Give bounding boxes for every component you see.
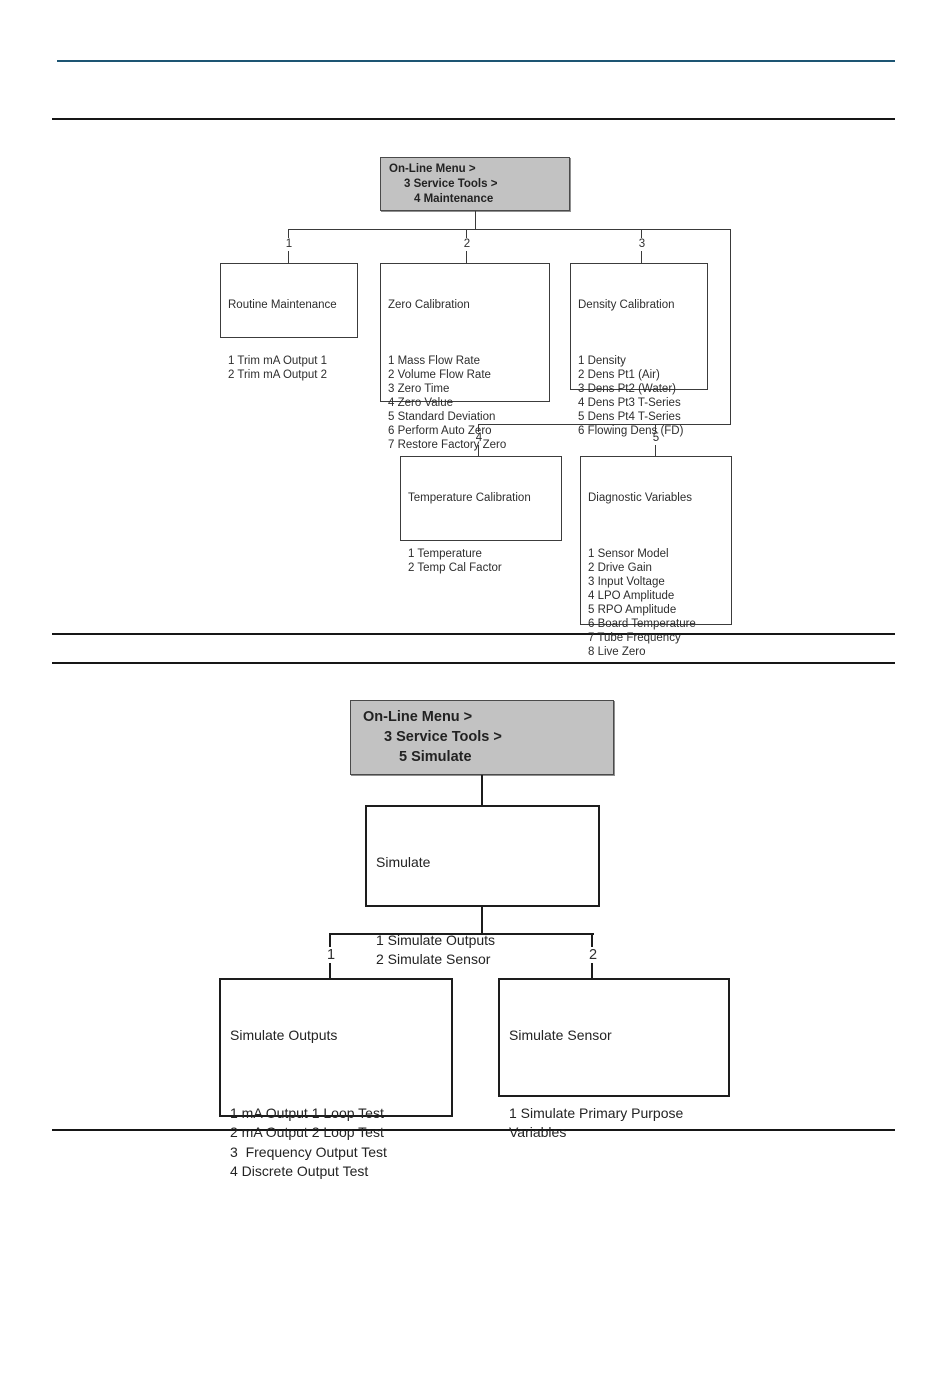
menu-box-items: 1 Trim mA Output 1 2 Trim mA Output 2 xyxy=(228,354,350,382)
menu-box-items: 1 Mass Flow Rate 2 Volume Flow Rate 3 Zero… xyxy=(388,354,542,452)
connector-line xyxy=(478,424,731,425)
menu-item: 1 mA Output 1 Loop Test xyxy=(230,1104,384,1121)
menu-box-zero-calibration: Zero Calibration 1 Mass Flow Rate 2 Volum… xyxy=(380,263,550,451)
branch-number: 5 xyxy=(649,432,663,445)
menu-item: 2 Simulate Sensor xyxy=(376,951,491,967)
menu-box-title: Routine Maintenance xyxy=(228,299,337,311)
menu-item: 2 Dens Pt1 (Air) xyxy=(578,369,660,381)
connector-line xyxy=(481,907,483,935)
menu-box-items: 1 Density 2 Dens Pt1 (Air) 3 Dens Pt2 (Wat… xyxy=(578,354,700,438)
connector-line xyxy=(481,775,483,805)
branch-number: 2 xyxy=(460,238,474,251)
connector-line xyxy=(288,229,731,230)
menu-item: 2 mA Output 2 Loop Test xyxy=(230,1124,384,1140)
branch-number: 4 xyxy=(472,432,486,445)
menu-box-title: Simulate Sensor xyxy=(509,1027,612,1043)
menu-box-title: Temperature Calibration xyxy=(408,492,531,504)
menu-box-items: 1 Sensor Model 2 Drive Gain 3 Input Voltag… xyxy=(588,547,724,659)
menu-path-line: 3 Service Tools > xyxy=(384,729,502,745)
menu-box-title: Simulate Outputs xyxy=(230,1027,338,1043)
menu-path-line: 4 Maintenance xyxy=(414,193,494,205)
menu-item: 2 Drive Gain xyxy=(588,562,652,574)
menu-item: 1 Temperature xyxy=(408,548,482,560)
menu-item: 4 LPO Amplitude xyxy=(588,590,675,602)
header-accent-rule xyxy=(57,60,895,62)
menu-item: 2 Trim mA Output 2 xyxy=(228,369,328,381)
branch-number: 1 xyxy=(282,238,296,251)
section-divider-middle-lower xyxy=(52,662,895,664)
menu-item: 6 Board Temperature xyxy=(588,618,696,630)
menu-item: 4 Dens Pt3 T-Series xyxy=(578,397,681,409)
menu-box-temperature-calibration: Temperature Calibration 1 Temperature 2 T… xyxy=(400,456,562,574)
connector-line xyxy=(475,211,476,230)
menu-path-line: On-Line Menu > xyxy=(363,709,473,725)
menu-item: 1 Density xyxy=(578,355,626,367)
menu-item: 5 Dens Pt4 T-Series xyxy=(578,411,681,423)
menu-box-items: 1 Simulate Outputs 2 Simulate Sensor xyxy=(376,931,589,970)
menu-item: 4 Zero Value xyxy=(388,397,453,409)
menu-item: 7 Tube Frequency xyxy=(588,632,681,644)
menu-item: 3 Frequency Output Test xyxy=(230,1143,387,1160)
menu-box-items: 1 Temperature 2 Temp Cal Factor xyxy=(408,547,554,575)
menu-box-routine-maintenance: Routine Maintenance 1 Trim mA Output 1 2 … xyxy=(220,263,358,381)
menu-item: 5 RPO Amplitude xyxy=(588,604,677,616)
menu-box-diagnostic-variables: Diagnostic Variables 1 Sensor Model 2 Dri… xyxy=(580,456,732,658)
menu-path-box-simulate: On-Line Menu > 3 Service Tools > 5 Simul… xyxy=(350,700,614,775)
menu-box-title: Zero Calibration xyxy=(388,299,470,311)
menu-path-line: On-Line Menu > xyxy=(389,163,476,175)
connector-line xyxy=(730,230,731,425)
menu-item: 1 Sensor Model xyxy=(588,548,669,560)
connector-line xyxy=(329,933,594,935)
menu-item: 3 Zero Time xyxy=(388,383,450,395)
menu-item: 6 Flowing Dens (FD) xyxy=(578,425,684,437)
branch-number: 2 xyxy=(585,947,601,963)
menu-box-title: Simulate xyxy=(376,854,431,870)
menu-box-simulate: Simulate 1 Simulate Outputs 2 Simulate Se… xyxy=(365,805,600,967)
menu-item: 1 Simulate Outputs xyxy=(376,931,496,948)
menu-item: 3 Input Voltage xyxy=(588,576,665,588)
menu-box-title: Density Calibration xyxy=(578,299,675,311)
menu-item: 6 Perform Auto Zero xyxy=(388,425,492,437)
menu-box-density-calibration: Density Calibration 1 Density 2 Dens Pt1 … xyxy=(570,263,708,437)
menu-item: 7 Restore Factory Zero xyxy=(388,439,507,451)
menu-box-title: Diagnostic Variables xyxy=(588,492,692,504)
branch-number: 3 xyxy=(635,238,649,251)
section-divider-bottom xyxy=(52,1129,895,1131)
section-divider-middle-upper xyxy=(52,633,895,635)
menu-path-line: 5 Simulate xyxy=(399,749,472,765)
menu-item: 1 Simulate Primary Purpose Variables xyxy=(509,1104,688,1141)
menu-item: 1 Trim mA Output 1 xyxy=(228,355,328,367)
menu-item: 4 Discrete Output Test xyxy=(230,1163,369,1179)
menu-item: 2 Volume Flow Rate xyxy=(388,369,491,381)
menu-box-simulate-outputs: Simulate Outputs 1 mA Output 1 Loop Test… xyxy=(219,978,453,1179)
branch-number: 1 xyxy=(323,947,339,963)
menu-path-line: 3 Service Tools > xyxy=(404,178,498,190)
menu-path-box-maintenance: On-Line Menu > 3 Service Tools > 4 Maint… xyxy=(380,157,570,211)
menu-item: 8 Live Zero xyxy=(588,646,646,658)
menu-box-simulate-sensor: Simulate Sensor 1 Simulate Primary Purpo… xyxy=(498,978,730,1140)
menu-item: 5 Standard Deviation xyxy=(388,411,496,423)
menu-item: 3 Dens Pt2 (Water) xyxy=(578,383,676,395)
menu-item: 1 Mass Flow Rate xyxy=(388,355,481,367)
menu-box-items: 1 Simulate Primary Purpose Variables xyxy=(509,1104,719,1143)
section-divider-top xyxy=(52,118,895,120)
menu-item: 2 Temp Cal Factor xyxy=(408,562,502,574)
menu-box-items: 1 mA Output 1 Loop Test 2 mA Output 2 Loo… xyxy=(230,1104,442,1182)
